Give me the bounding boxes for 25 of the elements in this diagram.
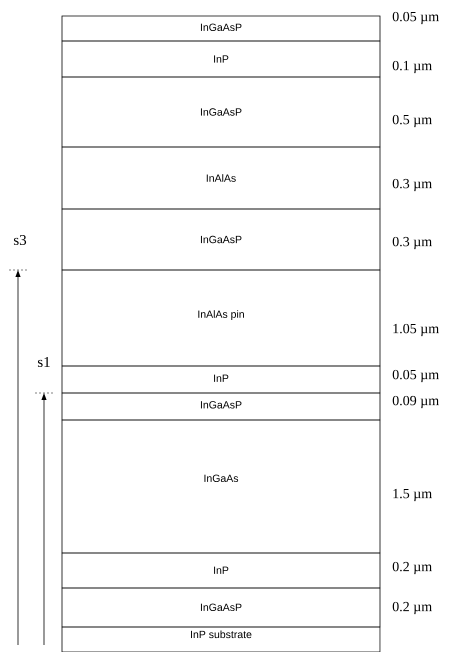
- section-label: s1: [38, 356, 50, 368]
- layer-box: InGaAsP: [62, 76, 380, 148]
- thickness-label: 0.3 µm: [392, 178, 432, 192]
- layer-box: InGaAsP: [62, 208, 380, 270]
- layer-box: InGaAsP: [62, 392, 380, 420]
- section-label: s3: [14, 234, 26, 246]
- layer-box: InGaAsP: [62, 16, 380, 42]
- layer-box: InGaAs: [62, 420, 380, 554]
- thickness-label: 0.2 µm: [392, 562, 432, 574]
- layer-box: InAlAs: [62, 146, 380, 210]
- layer-box: InP substrate: [62, 626, 380, 652]
- layer-box: InP: [62, 366, 380, 394]
- thickness-label: 0.1 µm: [392, 60, 432, 74]
- layer-box: InAlAs pin: [62, 270, 380, 366]
- thickness-label: 0.2 µm: [392, 602, 432, 614]
- thickness-label: 1.05 µm: [393, 324, 439, 336]
- thickness-label: 0.5 µm: [392, 114, 432, 128]
- thickness-label: 0.05 µm: [392, 12, 439, 24]
- thickness-label: 0.09 µm: [392, 396, 439, 408]
- thickness-label: 1.5 µm: [393, 488, 432, 502]
- layer-box: InP: [62, 552, 380, 588]
- thickness-label: 0.3 µm: [392, 236, 432, 250]
- layer-box: InP: [62, 40, 380, 78]
- layer-box: InGaAsP: [62, 588, 380, 628]
- thickness-label: 0.05 µm: [392, 370, 439, 382]
